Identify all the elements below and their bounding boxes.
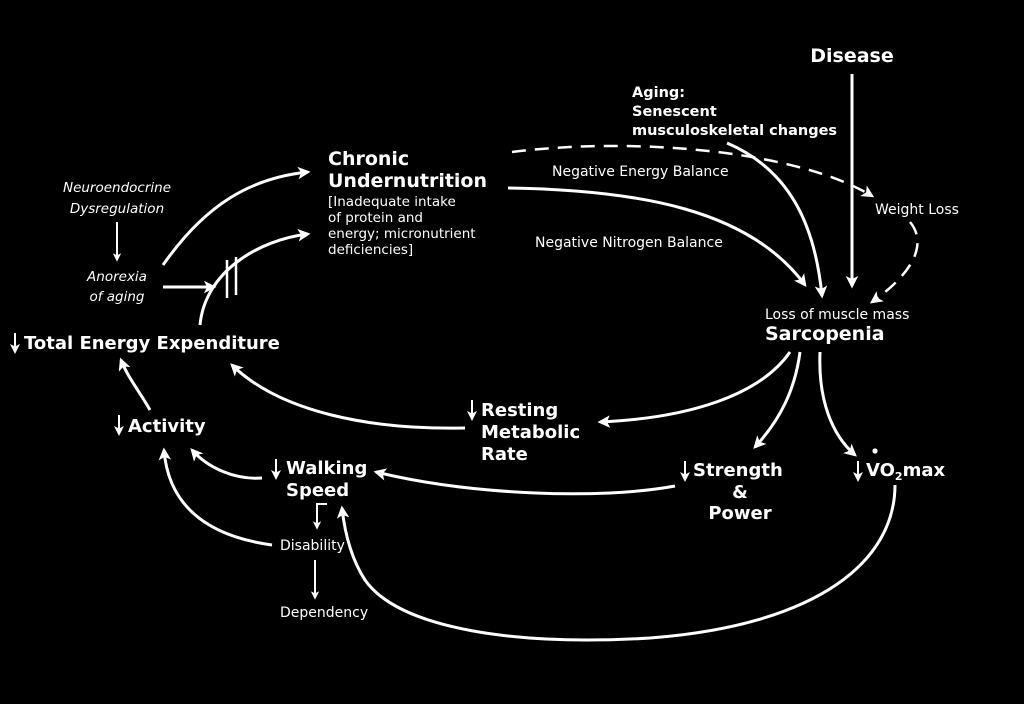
edge-sarcopenia-to-vo2max xyxy=(818,351,857,457)
edge-label-negative-energy-balance: Negative Energy Balance xyxy=(552,164,729,180)
edge-undernutrition-to-weight-loss xyxy=(511,144,875,198)
chronic-undernutrition-detail-line3: energy; micronutrient xyxy=(328,226,476,242)
node-neuroendocrine: Neuroendocrine Dysregulation xyxy=(63,180,171,217)
aging-label-line3: musculoskeletal changes xyxy=(632,123,837,139)
chronic-undernutrition-detail-line4: deficiencies] xyxy=(328,242,413,258)
node-sarcopenia: Loss of muscle mass Sarcopenia xyxy=(765,307,909,345)
disease-label: Disease xyxy=(810,45,894,67)
strength-power-line1: Strength xyxy=(693,460,783,481)
edge-sarcopenia-to-resting-metabolic-rate xyxy=(597,351,792,428)
resting-metabolic-rate-line1: Resting xyxy=(481,400,558,421)
sarcopenia-line1: Loss of muscle mass xyxy=(765,307,909,323)
edge-strength-to-walking-speed xyxy=(373,468,676,496)
node-strength-power: Strength & Power xyxy=(680,460,783,524)
walking-speed-line1: Walking xyxy=(286,458,367,479)
edge-label-negative-nitrogen-balance: Negative Nitrogen Balance xyxy=(535,235,723,251)
edge-vo2max-to-walking-speed xyxy=(336,484,897,642)
anorexia-line2: of aging xyxy=(89,289,144,305)
chronic-undernutrition-detail-line1: [Inadequate intake xyxy=(328,194,456,210)
strength-power-line2: & xyxy=(732,482,748,503)
edge-disability-to-activity xyxy=(158,447,273,547)
sarcopenia-line2: Sarcopenia xyxy=(765,323,885,345)
edge-weight-loss-to-sarcopenia xyxy=(869,221,919,304)
chronic-undernutrition-title-line1: Chronic xyxy=(328,148,409,170)
weight-loss-label: Weight Loss xyxy=(875,202,959,218)
chronic-undernutrition-title-line2: Undernutrition xyxy=(328,170,487,192)
edge-anorexia-to-undernutrition xyxy=(161,166,311,266)
aging-label-line2: Senescent xyxy=(632,104,717,120)
node-disease: Disease xyxy=(810,45,894,67)
disability-label: Disability xyxy=(280,538,345,554)
node-activity: Activity xyxy=(114,415,206,437)
node-aging: Aging: Senescent musculoskeletal changes xyxy=(632,85,837,139)
activity-label: Activity xyxy=(128,416,206,437)
chronic-undernutrition-detail-line2: of protein and xyxy=(328,210,423,226)
node-anorexia: Anorexia of aging xyxy=(86,269,147,305)
node-resting-metabolic-rate: Resting Metabolic Rate xyxy=(467,400,580,465)
aging-label-line1: Aging: xyxy=(632,85,685,101)
node-vo2max: VO2max xyxy=(853,448,945,483)
node-total-energy-expenditure: Total Energy Expenditure xyxy=(10,333,280,354)
resting-metabolic-rate-line3: Rate xyxy=(481,444,528,465)
node-walking-speed: Walking Speed xyxy=(271,458,367,501)
neuroendocrine-line2: Dysregulation xyxy=(70,201,164,217)
anorexia-line1: Anorexia xyxy=(86,269,147,285)
node-weight-loss: Weight Loss xyxy=(875,202,959,218)
edge-activity-to-total-energy-expenditure xyxy=(118,357,152,411)
edge-walking-speed-to-disability xyxy=(312,503,327,530)
vo2max-label: VO2max xyxy=(866,460,945,483)
dependency-label: Dependency xyxy=(280,605,368,621)
edge-undernutrition-to-sarcopenia xyxy=(507,186,807,288)
total-energy-expenditure-label: Total Energy Expenditure xyxy=(24,333,280,354)
dot-over-v xyxy=(872,448,878,454)
edge-resting-metabolic-rate-to-total-energy-expenditure xyxy=(230,363,466,430)
node-dependency: Dependency xyxy=(280,605,368,621)
edge-walking-speed-to-activity xyxy=(190,448,263,480)
node-disability: Disability xyxy=(280,538,345,554)
neuroendocrine-line1: Neuroendocrine xyxy=(63,180,171,196)
edge-sarcopenia-to-strength xyxy=(753,351,802,449)
edge-aging-to-sarcopenia xyxy=(726,141,828,299)
node-chronic-undernutrition: Chronic Undernutrition [Inadequate intak… xyxy=(328,148,487,258)
strength-power-line3: Power xyxy=(708,503,771,524)
resting-metabolic-rate-line2: Metabolic xyxy=(481,422,580,443)
blocked-edge-double-bar xyxy=(225,257,238,298)
walking-speed-line2: Speed xyxy=(286,480,349,501)
